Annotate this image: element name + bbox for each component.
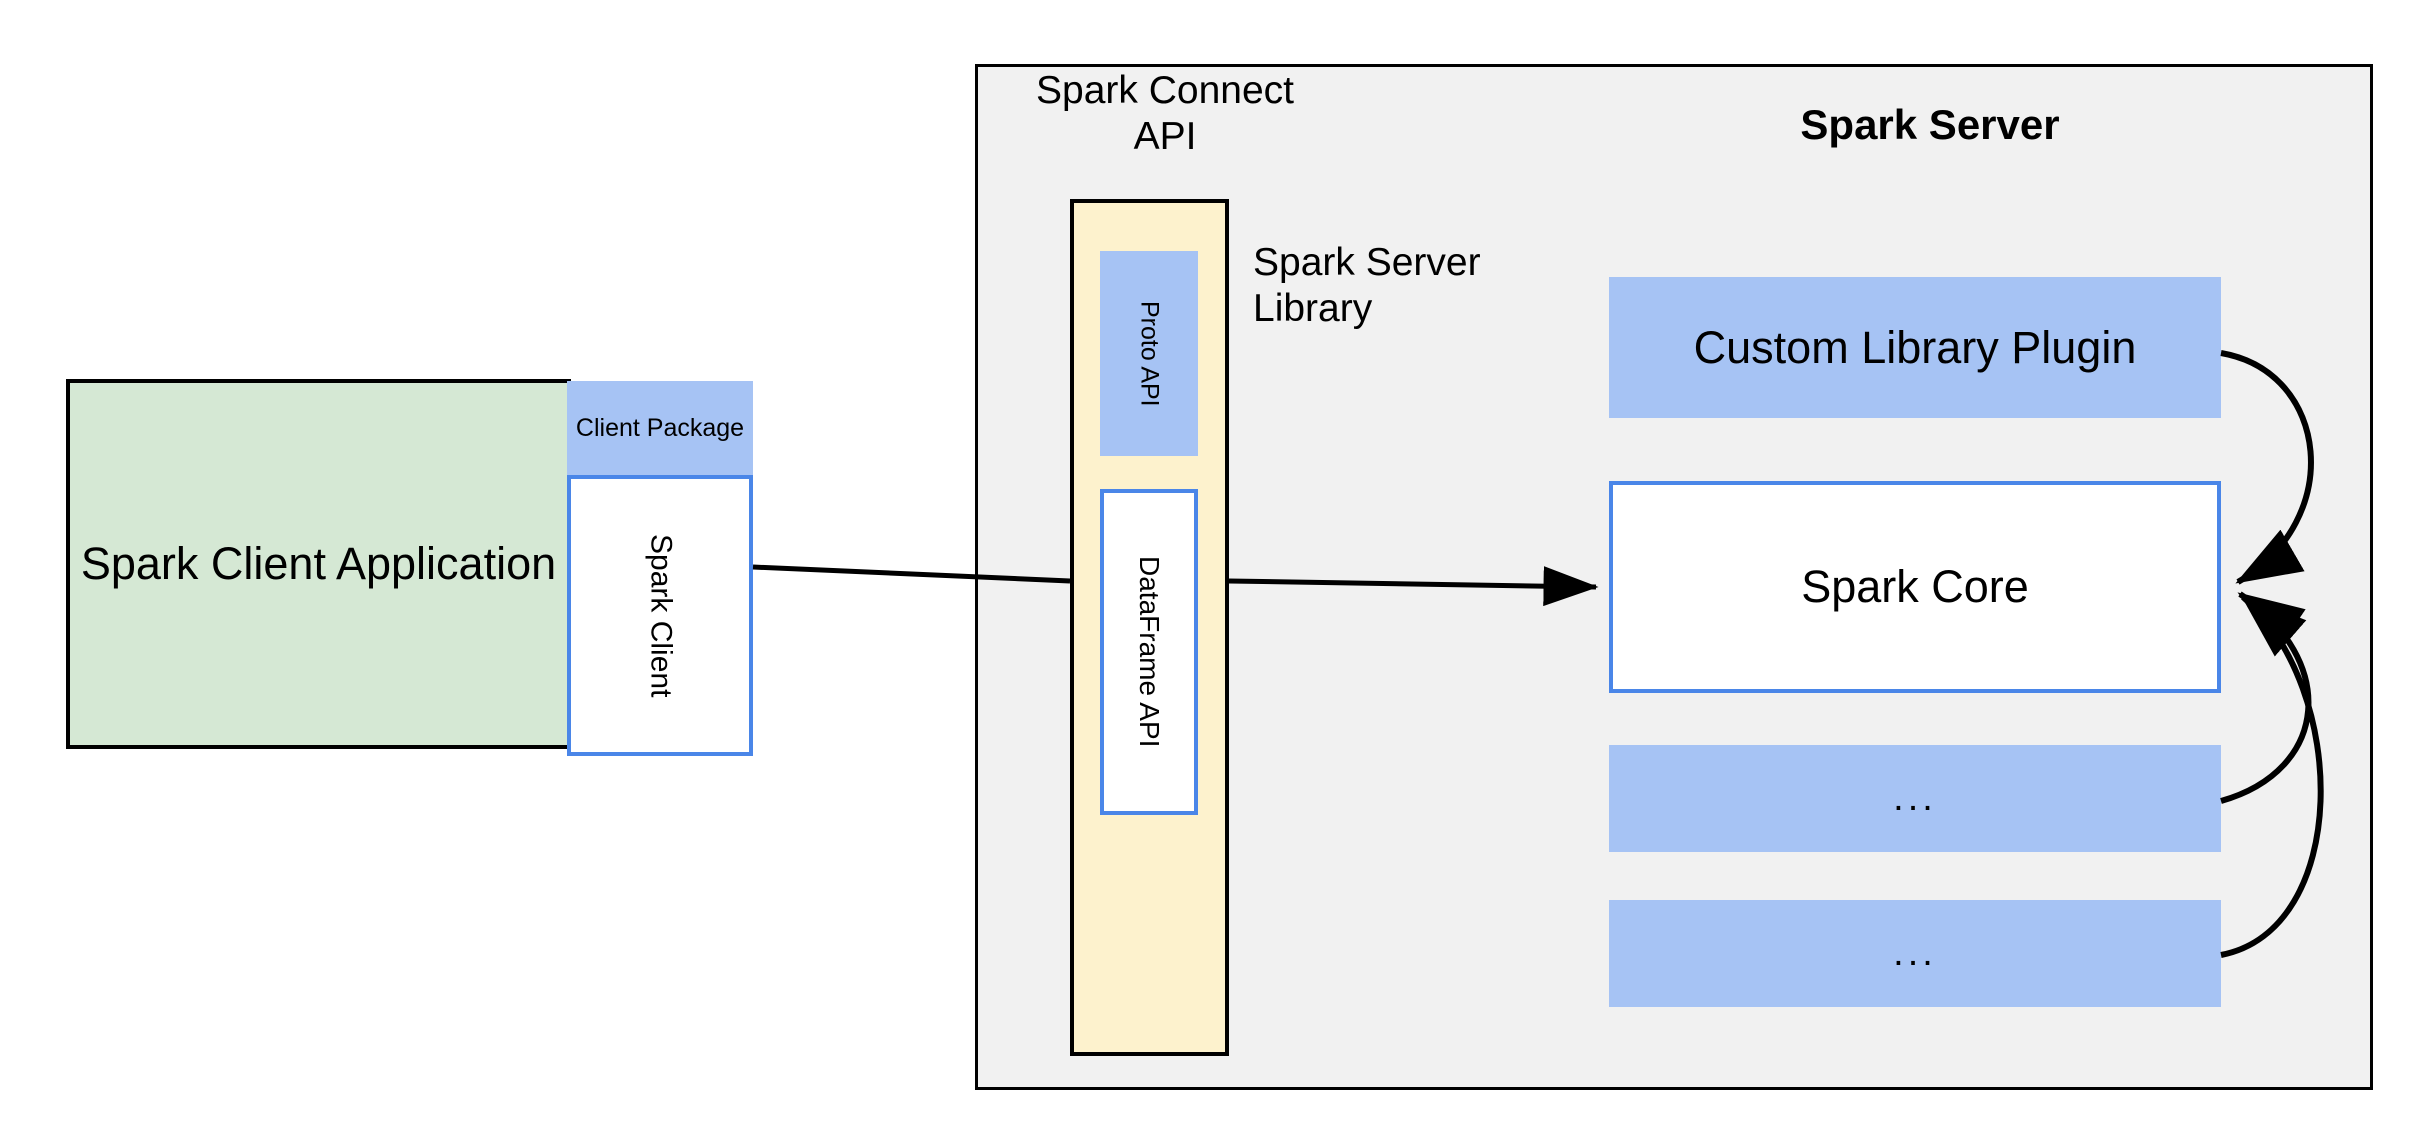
client-package-box: Client Package: [567, 381, 753, 475]
proto-api-box: Proto API: [1100, 251, 1198, 456]
ellipsis-box-2: ...: [1609, 900, 2221, 1007]
spark-connect-api-label: Spark Connect API: [1036, 69, 1294, 159]
dataframe-api-label: DataFrame API: [1134, 556, 1166, 748]
spark-client-box: Spark Client: [567, 475, 753, 756]
spark-core-box: Spark Core: [1609, 481, 2221, 693]
spark-server-library-label: Spark Server Library: [1253, 241, 1481, 331]
spark-client-application-box: Spark Client Application: [66, 379, 571, 749]
custom-library-plugin-box: Custom Library Plugin: [1609, 277, 2221, 418]
proto-api-label: Proto API: [1135, 300, 1164, 407]
ellipsis-box-1: ...: [1609, 745, 2221, 852]
spark-server-title: Spark Server: [1800, 101, 2060, 148]
spark-client-label: Spark Client: [644, 533, 678, 698]
dataframe-api-box: DataFrame API: [1100, 489, 1198, 815]
